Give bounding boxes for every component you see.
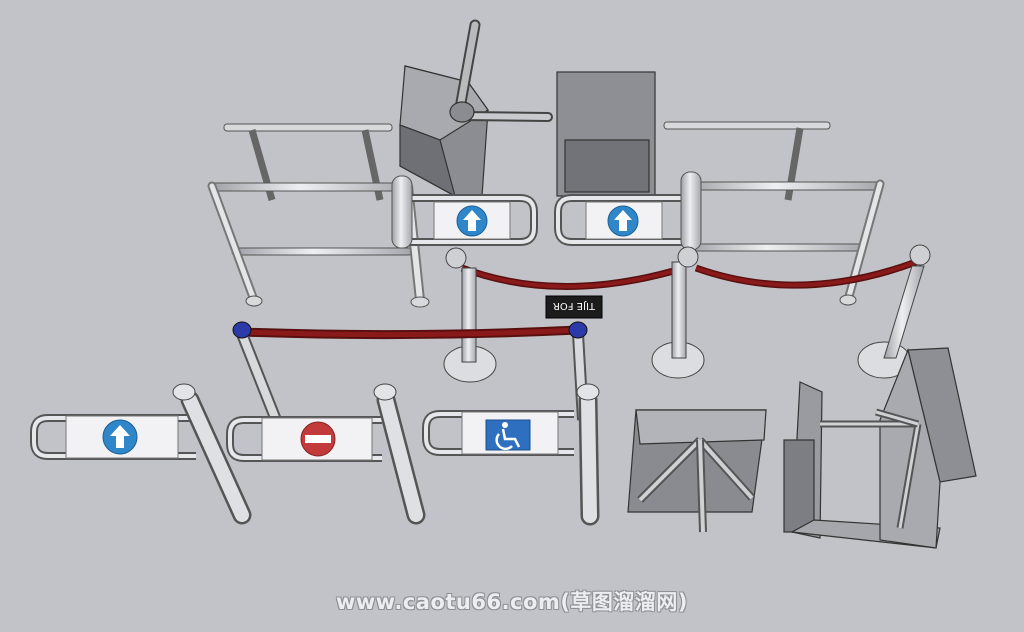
tripod-turnstile-back	[399, 19, 553, 198]
box-turnstile-back	[556, 71, 656, 197]
cabinet-turnstile-front	[783, 347, 977, 549]
rope-stanchions	[443, 244, 931, 383]
swing-gate-front-2	[226, 383, 426, 525]
swing-gate-back-left	[391, 175, 538, 249]
watermark: www.caotu66.com(草图溜溜网)	[335, 590, 689, 614]
swing-gate-front-accessible	[422, 383, 600, 526]
hanging-sign-text: TIJE FOR	[553, 300, 596, 311]
front-rope-barrier	[232, 321, 589, 423]
swing-gate-back-right	[554, 171, 702, 251]
tripod-turnstile-front	[627, 409, 767, 533]
hanging-sign: TIJE FOR	[545, 295, 603, 319]
swing-gate-front-1	[30, 383, 252, 525]
